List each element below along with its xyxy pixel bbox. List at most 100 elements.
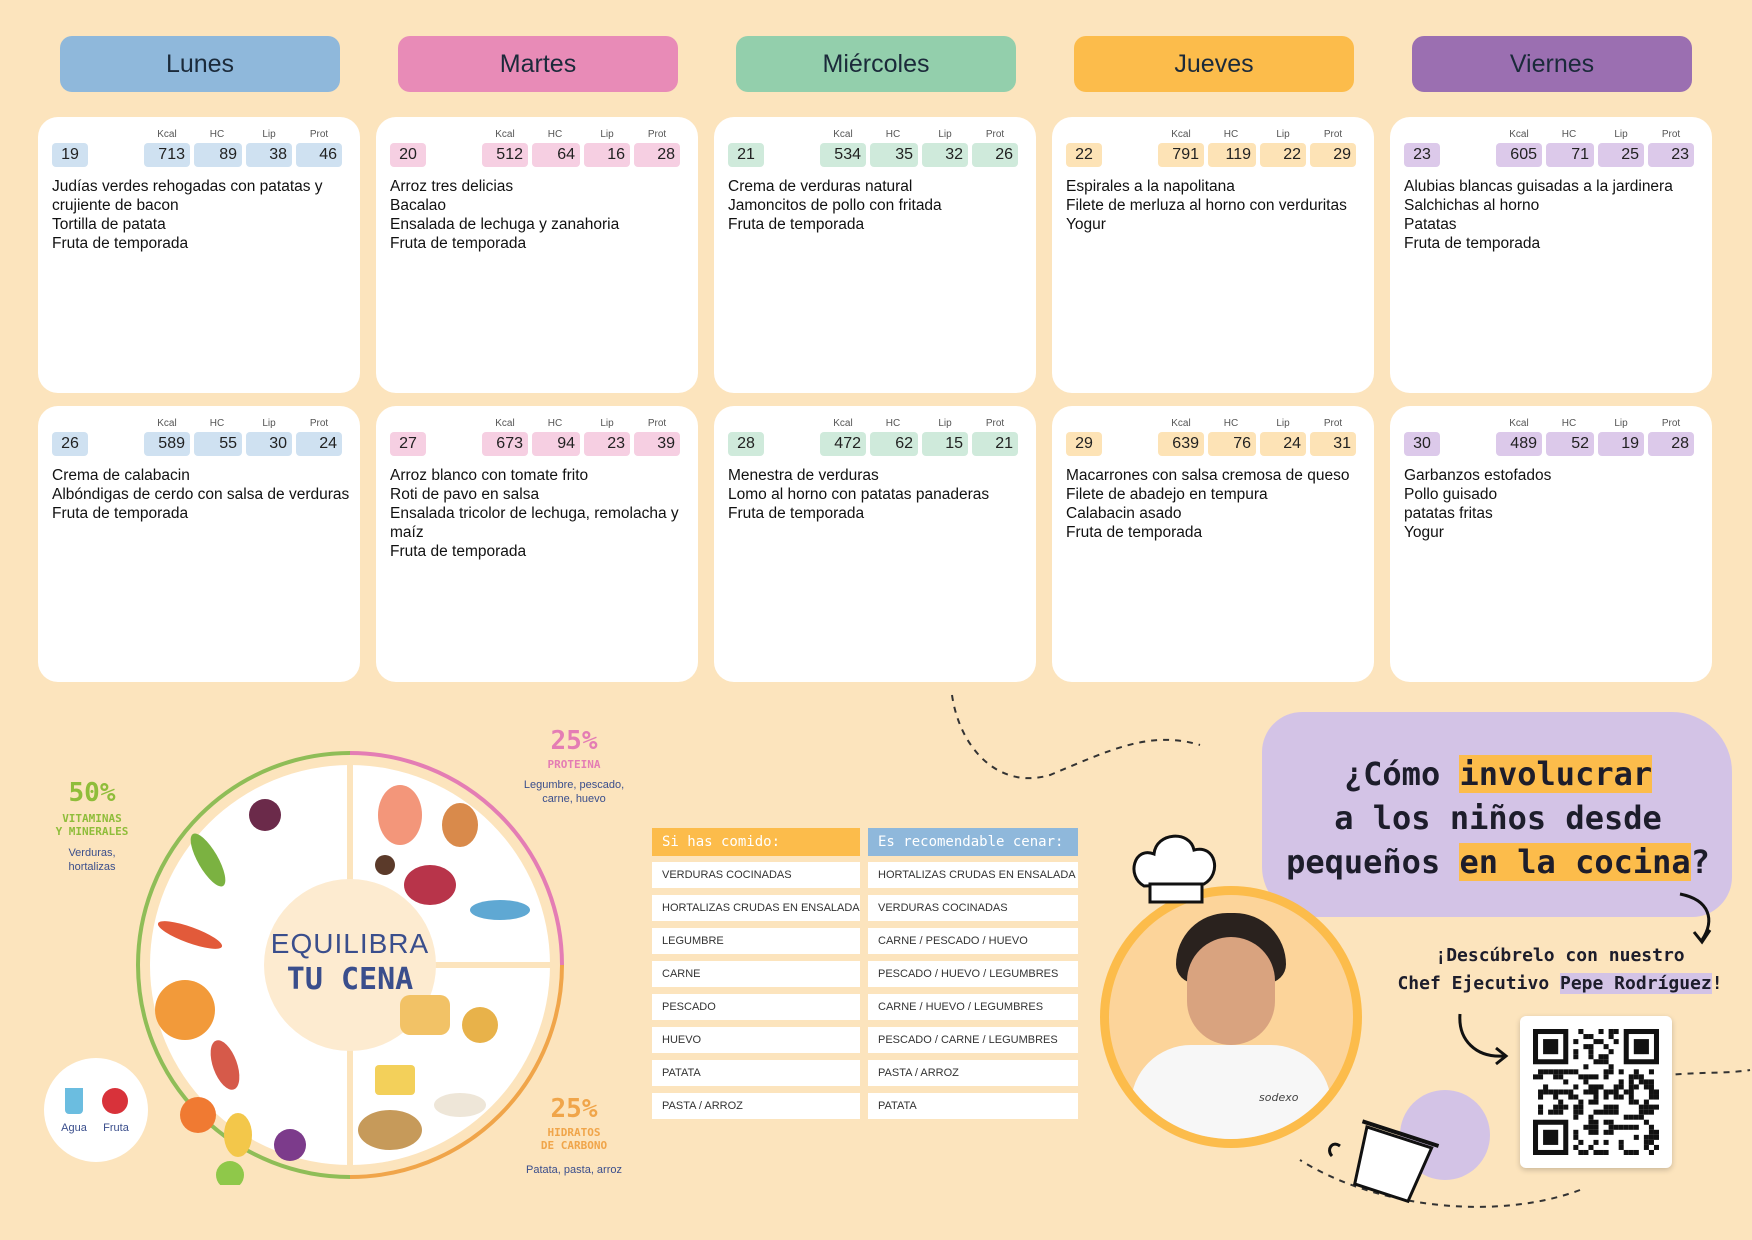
nutrient-value-kcal: 791 [1158,143,1204,167]
nutrient-value-lip: 15 [922,432,968,456]
dinner-table: Si has comido: Es recomendable cenar: VE… [652,828,1078,1128]
nutrient-label: Lip [1614,129,1628,140]
nutrient-label: HC [547,418,563,429]
nutrient-label: Prot [985,129,1005,140]
table-header-left: Si has comido: [652,828,860,856]
menu-item: Macarrones con salsa cremosa de queso [1066,467,1350,484]
table-cell-eaten: HUEVO [652,1027,860,1053]
table-cell-recommended: PESCADO / HUEVO / LEGUMBRES [868,961,1078,987]
veg-subtitle: Verduras, hortalizas [34,846,150,874]
nutrient-value-prot: 28 [634,143,680,167]
menu-item: Filete de merluza al horno con verdurita… [1066,197,1347,214]
table-cell-recommended: PASTA / ARROZ [868,1060,1078,1086]
promo-q-pre1: ¿Cómo [1343,755,1460,793]
promo-q-pre3: pequeños [1286,843,1460,881]
nutrient-label: Lip [1276,129,1290,140]
promo-cta-line2: Chef Ejecutivo Pepe Rodríguez! [1370,970,1750,998]
nutrient-label: Lip [600,129,614,140]
qr-code[interactable] [1520,1016,1672,1168]
nutrient-label: Kcal [1171,418,1191,429]
nutrient-label: Kcal [1509,129,1529,140]
menu-item: Bacalao [390,197,447,214]
promo-q-highlight3: en la cocina [1459,843,1691,881]
promo-q-line2: a los niños desde [1334,799,1662,837]
plate-title-line2: TU CENA [286,962,414,997]
nutrient-label: Lip [1276,418,1290,429]
nutrient-label: Lip [938,129,952,140]
day-number: 23 [1404,143,1440,167]
water-glass-icon [65,1088,83,1114]
day-header-lunes: Lunes [60,36,340,92]
nutrient-value-prot: 26 [972,143,1018,167]
menu-item: Tortilla de patata [52,216,166,233]
nutrient-value-kcal: 589 [144,432,190,456]
promo-bubble [1262,712,1732,917]
nutrient-label: Prot [647,418,667,429]
menu-item: Fruta de temporada [728,505,865,522]
chef-portrait-frame: sodexo [1100,886,1362,1148]
menu-item: Alubias blancas guisadas a la jardinera [1404,178,1673,195]
promo-q-highlight1: involucrar [1459,755,1653,793]
table-cell-eaten: CARNE [652,961,860,987]
nutrient-value-hc: 89 [194,143,242,167]
veg-percent: 50% [68,778,116,808]
water-fruit-badge: Agua Fruta [44,1058,148,1162]
menu-item: Yogur [1066,216,1106,233]
menu-item: Espirales a la napolitana [1066,178,1235,195]
nutrient-value-prot: 24 [296,432,342,456]
day-number: 21 [728,143,764,167]
nutrient-label: HC [1223,418,1239,429]
nutrient-value-kcal: 489 [1496,432,1542,456]
nutrient-label: Kcal [495,129,515,140]
day-number: 19 [52,143,88,167]
nutrient-value-prot: 29 [1310,143,1356,167]
nutrient-value-kcal: 512 [482,143,528,167]
nutrient-label: HC [885,418,901,429]
menu-item: Fruta de temporada [390,543,527,560]
promo-cta-highlight: Pepe Rodríguez [1560,973,1712,994]
nutrient-label: HC [209,129,225,140]
nutrient-value-hc: 71 [1546,143,1594,167]
nutrient-value-prot: 21 [972,432,1018,456]
menu-item: Patatas [1404,216,1457,233]
promo-cta: ¡Descúbrelo con nuestro Chef Ejecutivo P… [1370,942,1750,998]
nutrient-value-prot: 28 [1648,432,1694,456]
carb-subtitle: Patata, pasta, arroz [526,1164,622,1176]
nutrient-label: Kcal [833,418,853,429]
qr-code-pattern [1533,1029,1659,1155]
nutrient-value-prot: 31 [1310,432,1356,456]
menu-list: Judías verdes rehogadas con patatas y cr… [52,177,352,253]
day-number: 27 [390,432,426,456]
balanced-plate-section: EQUILIBRA TU CENA 50% VITAMINAS Y MINERA… [0,690,650,1240]
nutrient-label: Kcal [495,418,515,429]
table-header-right: Es recomendable cenar: [868,828,1078,856]
menu-item: Albóndigas de cerdo con salsa de verdura… [52,486,350,503]
day-number: 26 [52,432,88,456]
menu-item: Roti de pavo en salsa [390,486,540,503]
nutrient-value-prot: 46 [296,143,342,167]
nutrient-label: Prot [1323,418,1343,429]
nutrient-label: Prot [1661,418,1681,429]
arrow-to-qr-icon [1458,1013,1509,1066]
menu-item: Crema de calabacin [52,467,190,484]
menu-item: Crema de verduras natural [728,178,913,195]
chef-brand: sodexo [1259,1091,1299,1104]
nutrient-value-kcal: 713 [144,143,190,167]
menu-item: Fruta de temporada [52,505,189,522]
nutrient-value-hc: 55 [194,432,242,456]
promo-q-post3: ? [1690,843,1710,881]
menu-item: Filete de abadejo en tempura [1066,486,1268,503]
table-cell-recommended: CARNE / PESCADO / HUEVO [868,928,1078,954]
nutrient-label: HC [547,129,563,140]
nutrient-value-hc: 94 [532,432,580,456]
nutrient-label: HC [885,129,901,140]
table-cell-eaten: PESCADO [652,994,860,1020]
